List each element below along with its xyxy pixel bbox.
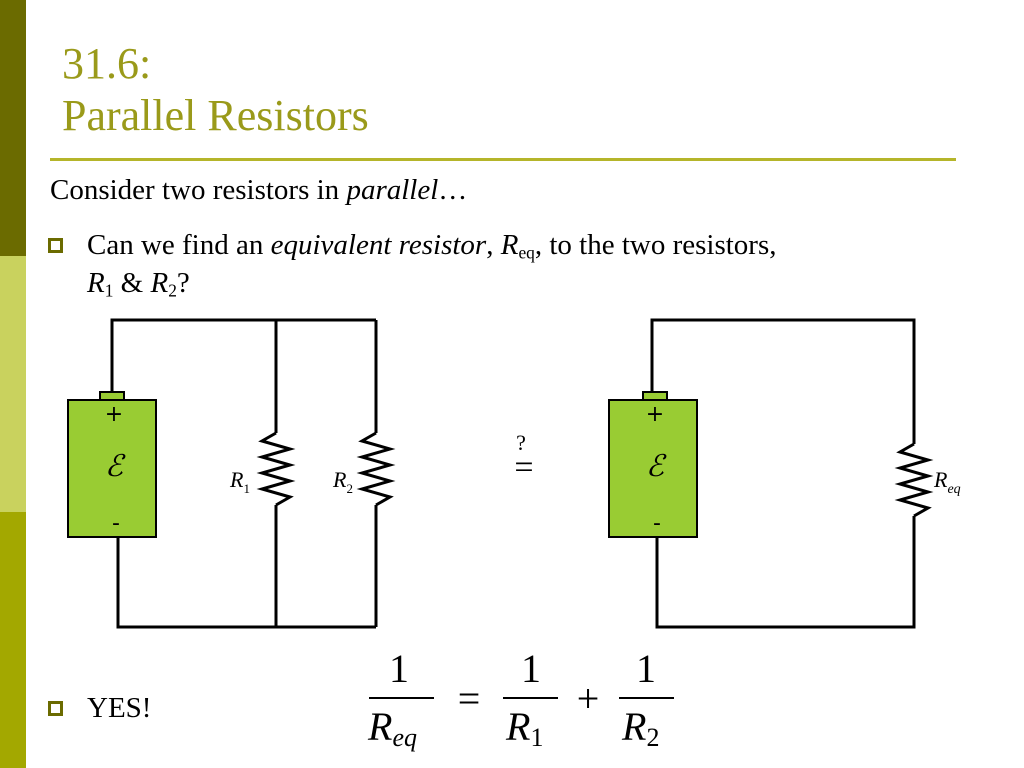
title-divider xyxy=(50,158,956,161)
q-part-2: , xyxy=(486,229,501,261)
formula-plus: + xyxy=(577,676,600,721)
slide-title: 31.6: Parallel Resistors xyxy=(62,38,369,142)
lhs-denominator-subscript: eq xyxy=(392,723,417,752)
intro-emphasis: parallel xyxy=(346,174,439,206)
left-battery-emf: ℰ xyxy=(105,449,126,484)
left-battery-plus: + xyxy=(105,402,123,427)
bullet-square-icon-2 xyxy=(48,701,63,716)
equals-sign: = xyxy=(514,449,533,486)
q-eq-subscript: eq xyxy=(518,242,535,263)
side-bar-top xyxy=(0,0,26,256)
left-battery xyxy=(67,399,157,538)
intro-text: Consider two resistors in parallel… xyxy=(50,172,467,208)
r1-subscript: 1 xyxy=(243,481,250,496)
lhs-numerator: 1 xyxy=(389,646,409,691)
left-circuit-wires xyxy=(110,318,396,629)
side-bar-bottom xyxy=(0,512,26,768)
lhs-denominator: Req xyxy=(367,704,417,752)
formula-equals: = xyxy=(458,676,481,721)
right-battery-plus: + xyxy=(646,402,664,427)
r2-label: R2 xyxy=(332,467,353,496)
right-circuit-wires xyxy=(650,318,934,629)
q-part-1: Can we find an xyxy=(87,229,271,261)
question-mark: ? xyxy=(516,430,526,455)
question-line-1: Can we find an equivalent resistor, Req,… xyxy=(87,227,777,270)
r2-subscript: 2 xyxy=(346,481,353,496)
yes-text: YES! xyxy=(87,692,152,724)
question-line-2: R1 & R2? xyxy=(87,265,190,308)
q-r2-symbol: R xyxy=(150,267,169,299)
title-line-1: 31.6: xyxy=(62,39,152,88)
q-end: ? xyxy=(176,267,190,299)
right-battery xyxy=(608,399,698,538)
left-battery-minus: - xyxy=(112,511,120,536)
term1-denominator: R1 xyxy=(505,704,543,752)
q-r1-symbol: R xyxy=(87,267,105,299)
q-r1-subscript: 1 xyxy=(104,280,114,301)
req-subscript: eq xyxy=(947,482,960,497)
bullet-square-icon xyxy=(48,238,63,253)
equivalent-resistance-formula: 1 Req = 1 R1 + 1 R2 xyxy=(367,646,674,752)
term2-denominator-subscript: 2 xyxy=(646,723,659,752)
q-r-symbol: R xyxy=(500,229,519,261)
term2-numerator: 1 xyxy=(636,646,656,691)
term2-denominator: R2 xyxy=(621,704,659,752)
right-battery-emf: ℰ xyxy=(646,449,667,484)
intro-suffix: … xyxy=(438,174,468,206)
side-bar-middle xyxy=(0,256,26,512)
q-r2-subscript: 2 xyxy=(168,280,177,301)
q-emphasis: equivalent resistor xyxy=(270,229,487,261)
right-battery-minus: - xyxy=(653,511,661,536)
r1-label: R1 xyxy=(229,467,250,496)
term1-numerator: 1 xyxy=(521,646,541,691)
term1-denominator-subscript: 1 xyxy=(530,723,543,752)
intro-prefix: Consider two resistors in xyxy=(50,174,347,206)
q-ampersand: & xyxy=(113,267,151,299)
title-line-2: Parallel Resistors xyxy=(62,91,369,140)
q-part-3: , to the two resistors, xyxy=(534,229,777,261)
req-label: Req xyxy=(933,467,961,497)
